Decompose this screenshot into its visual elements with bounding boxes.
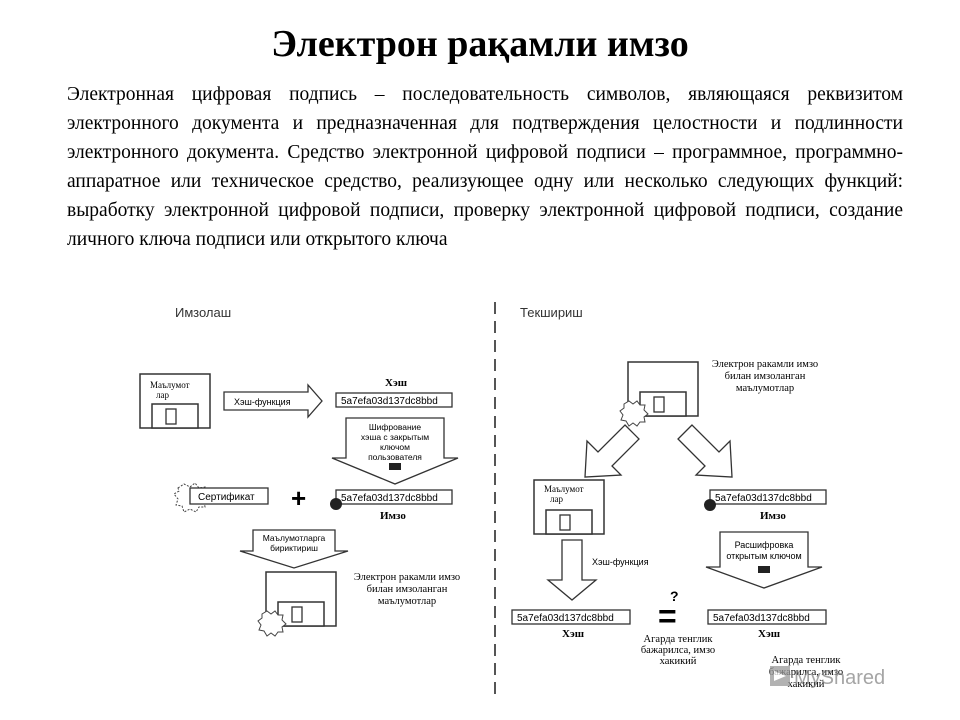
page-title: Электрон рақамли имзо <box>271 23 689 65</box>
top-line-1: Электрон ракамли имзо <box>712 359 818 370</box>
encrypt-arrow <box>331 417 459 485</box>
certificate-box <box>189 487 269 505</box>
r-signature-label: Имзо <box>760 510 786 522</box>
r-data-label-2: лар <box>550 494 563 504</box>
signed-seal-icon <box>257 610 287 637</box>
top-line-2: билан имзоланган <box>725 371 806 382</box>
hash-right-box <box>707 609 827 625</box>
encrypt-line-1: Шифрование <box>369 422 422 432</box>
r-data-label-1: Маълумот <box>544 484 584 494</box>
combine-line-1: Маълумотларга <box>263 533 326 543</box>
decrypt-line-1: Расшифровка <box>735 540 794 550</box>
hash-left-value: 5a7efa03d137dc8bbd <box>517 613 614 624</box>
hash-value: 5a7efa03d137dc8bbd <box>341 396 438 407</box>
combine-line-2: бириктириш <box>270 543 318 553</box>
watermark-logo: MyShared <box>770 666 885 689</box>
equals-sign: = <box>658 598 677 634</box>
signed-hash-box <box>335 489 453 505</box>
result-line-3: маълумотлар <box>378 596 436 607</box>
lock-icon <box>330 498 342 510</box>
encrypt-line-2: хэша с закрытым <box>361 432 429 442</box>
encrypt-line-3: ключом <box>380 442 410 452</box>
hash-function-label: Хэш-функция <box>234 397 291 407</box>
left-header: Имзолаш <box>175 305 231 320</box>
hash-right-title: Хэш <box>758 628 780 640</box>
neq-note-2: бажарилса, имзо <box>769 667 843 678</box>
split-arrow-left <box>584 424 640 478</box>
top-line-3: маълумотлар <box>736 383 794 394</box>
hash-function-arrow <box>223 383 323 419</box>
signature-label: Имзо <box>380 510 406 522</box>
neq-note-3: хакикий <box>788 679 825 690</box>
hash-left-title: Хэш <box>562 628 584 640</box>
eq-note-2: бажарилса, имзо <box>641 645 715 656</box>
signed-hash-value: 5a7efa03d137dc8bbd <box>341 493 438 504</box>
eq-note-3: хакикий <box>660 656 697 667</box>
split-arrow-right <box>677 424 733 478</box>
r-signed-hash-box <box>709 489 827 505</box>
result-line-1: Электрон ракамли имзо <box>354 572 460 583</box>
public-key-icon <box>758 566 770 573</box>
neq-note-1: Агарда тенглик <box>772 655 842 666</box>
r-lock-icon <box>704 499 716 511</box>
r-hash-function-arrow <box>546 539 598 601</box>
hash-right-value: 5a7efa03d137dc8bbd <box>713 613 810 624</box>
combine-arrow <box>239 529 349 569</box>
plus-sign: + <box>291 483 306 513</box>
hash-value-box <box>335 392 453 408</box>
watermark-text: MyShared <box>794 667 885 689</box>
r-signed-hash-value: 5a7efa03d137dc8bbd <box>715 493 812 504</box>
hash-title: Хэш <box>385 377 407 389</box>
signed-seal-icon-right <box>619 400 649 427</box>
result-line-2: билан имзоланган <box>367 584 448 595</box>
certificate-label: Сертификат <box>198 491 255 503</box>
definition-paragraph: Электронная цифровая подпись – последова… <box>67 84 903 250</box>
encrypt-line-4: пользователя <box>368 452 422 462</box>
data-label-2: лар <box>156 390 169 400</box>
decrypt-line-2: открытым ключом <box>726 551 801 561</box>
data-label-1: Маълумот <box>150 380 190 390</box>
question-mark: ? <box>670 588 679 604</box>
hash-left-box <box>511 609 631 625</box>
r-hash-function-label: Хэш-функция <box>592 557 649 567</box>
eq-note-1: Агарда тенглик <box>644 634 714 645</box>
right-header: Текшириш <box>520 305 583 320</box>
decrypt-arrow <box>705 531 823 589</box>
private-key-icon <box>389 463 401 470</box>
